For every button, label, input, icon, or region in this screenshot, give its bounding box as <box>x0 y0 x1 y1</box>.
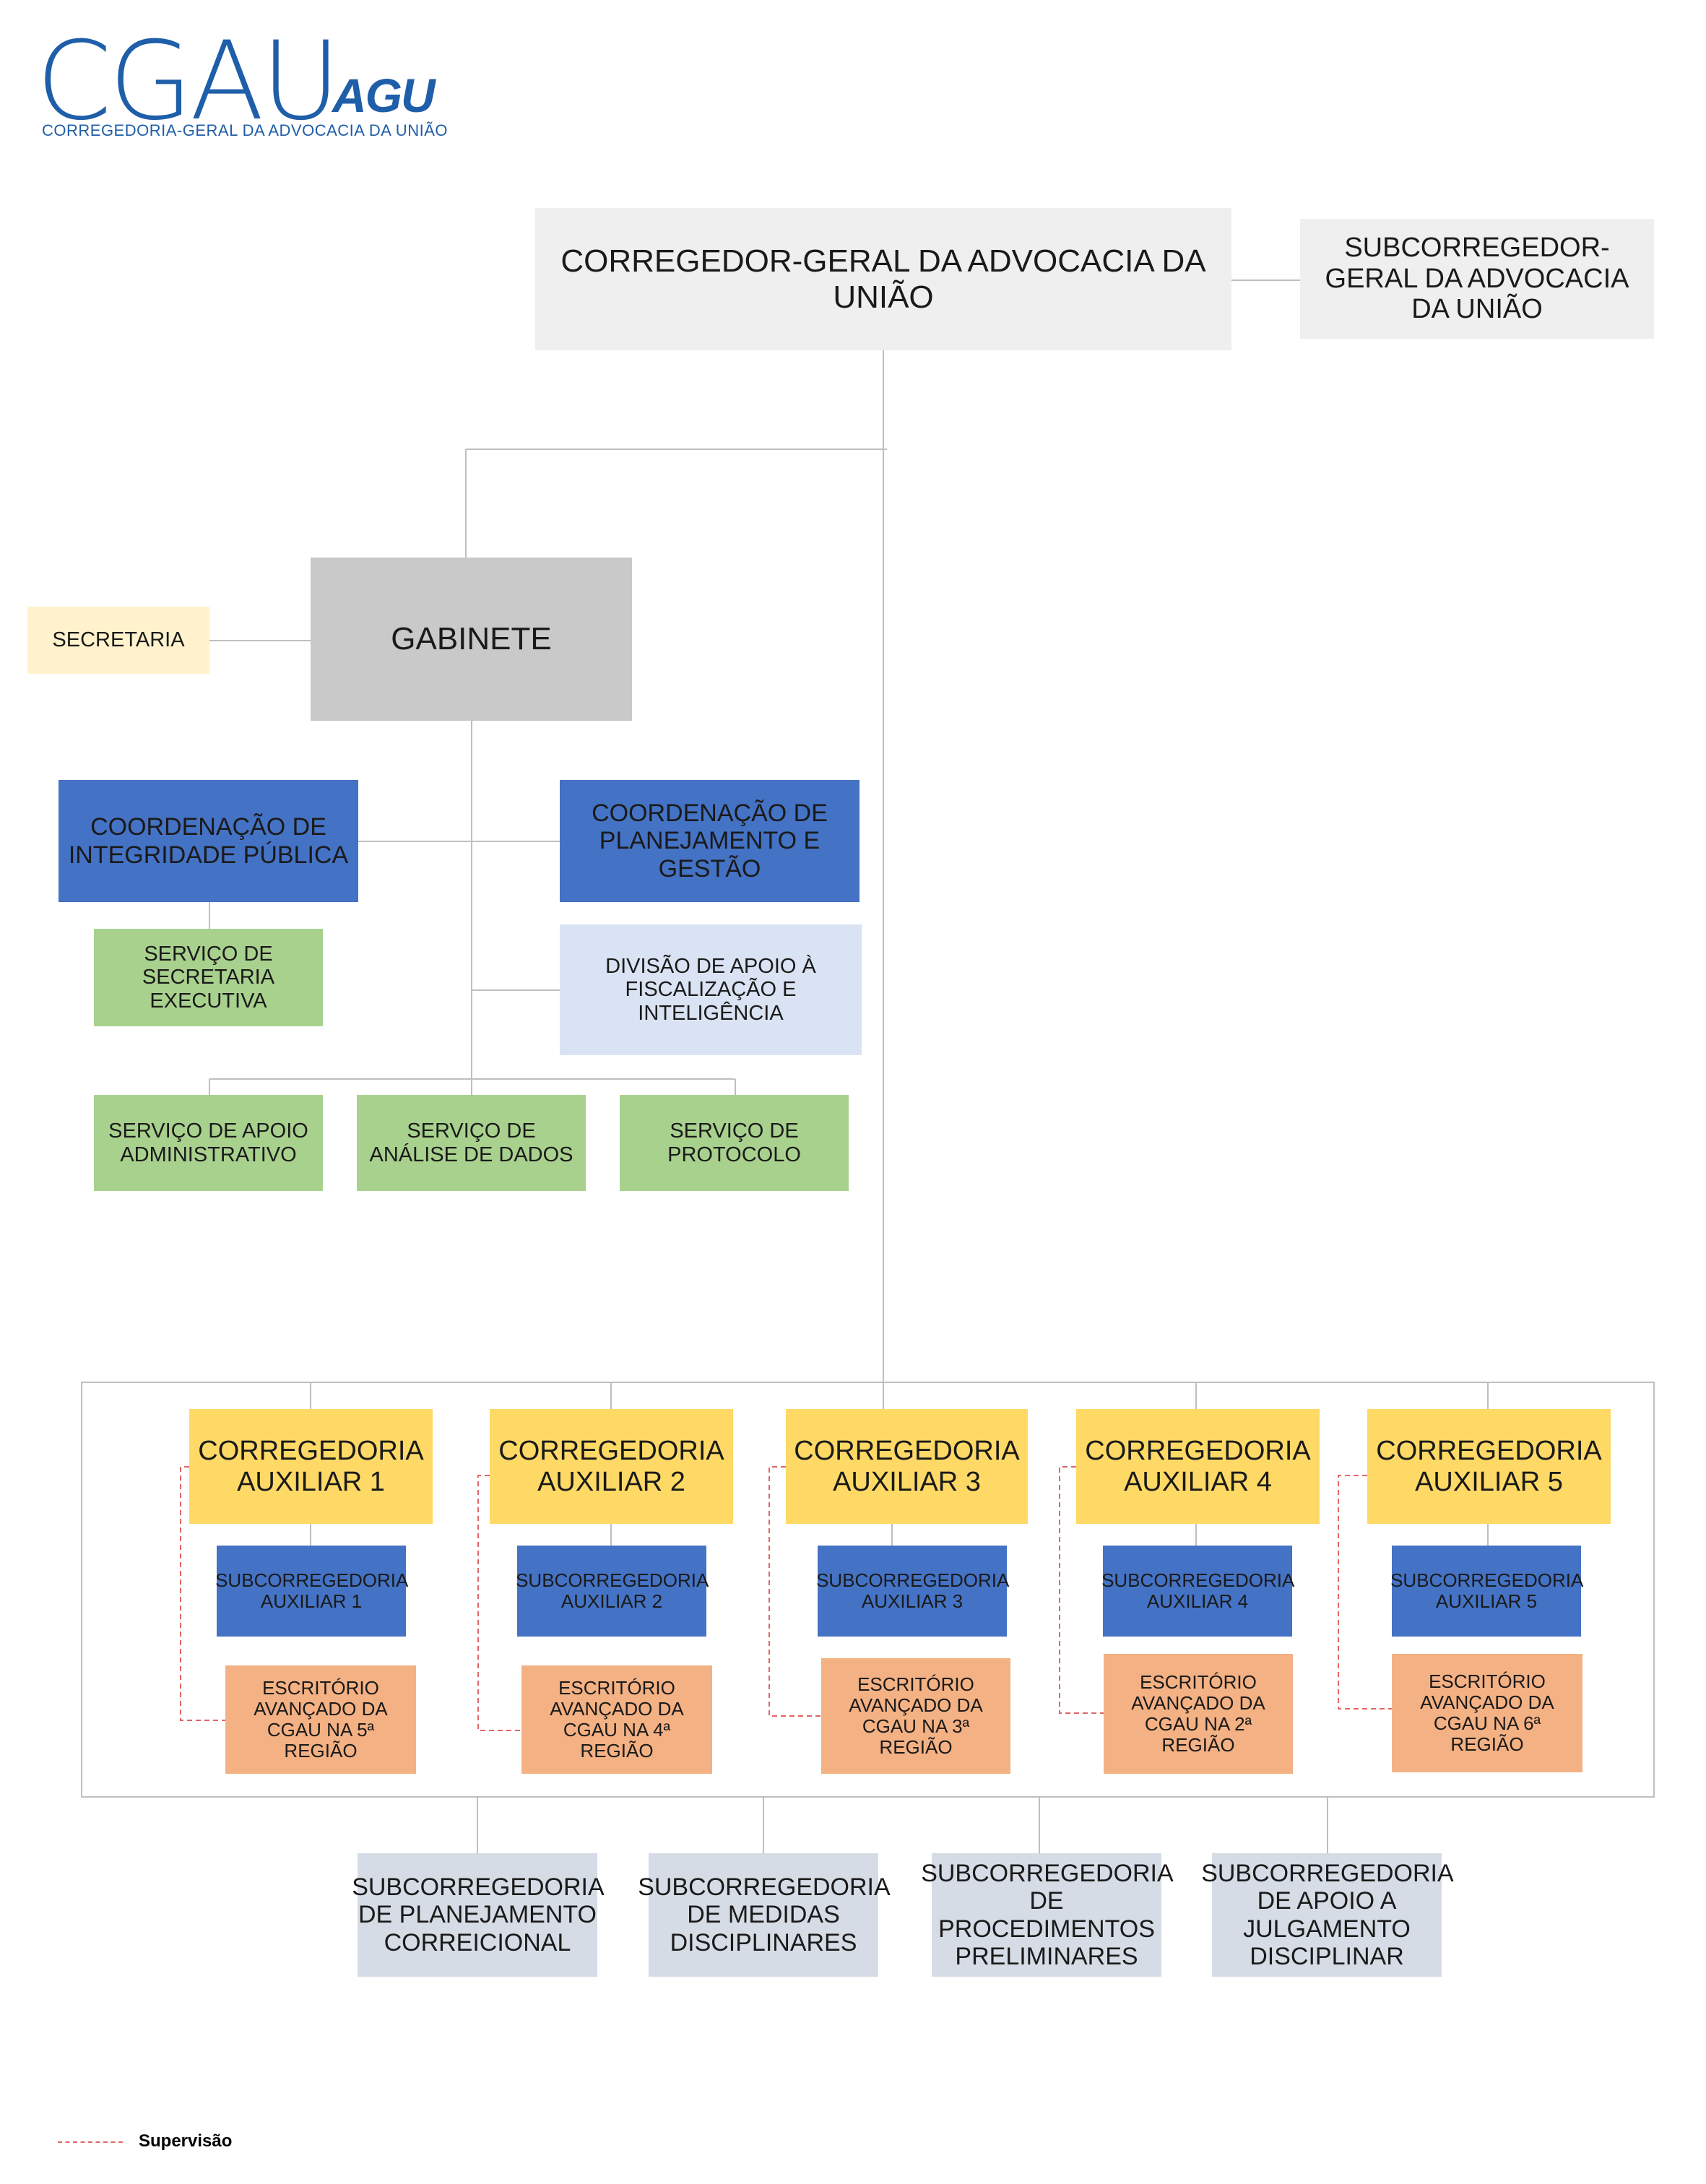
subcorregedoria-auxiliar-5-box: SUBCORREGEDORIA AUXILIAR 5 <box>1390 1546 1584 1637</box>
escritorio-avancado-2-regiao-box: ESCRITÓRIO AVANÇADO DA CGAU NA 2ª REGIÃO <box>1104 1654 1293 1774</box>
subcorregedoria-medidas-label: SUBCORREGEDORIA DE MEDIDAS DISCIPLINARES <box>638 1873 891 1956</box>
servico-protocolo-label: SERVIÇO DE PROTOCOLO <box>667 1119 801 1166</box>
subcorregedoria-auxiliar-3-box: SUBCORREGEDORIA AUXILIAR 3 <box>816 1546 1010 1637</box>
escritorio-avancado-4-regiao-box: ESCRITÓRIO AVANÇADO DA CGAU NA 4ª REGIÃO <box>521 1665 712 1774</box>
corregedoria-auxiliar-2-box: CORREGEDORIA AUXILIAR 2 <box>490 1409 733 1524</box>
servico-analise-label: SERVIÇO DE ANÁLISE DE DADOS <box>369 1119 573 1166</box>
secretaria-box: SECRETARIA <box>27 607 209 674</box>
coordenacao-integridade-label: COORDENAÇÃO DE INTEGRIDADE PÚBLICA <box>68 813 349 869</box>
escritorio-avancado-label: ESCRITÓRIO AVANÇADO DA CGAU NA 4ª REGIÃO <box>550 1676 684 1762</box>
subcorregedoria-auxiliar-1-box: SUBCORREGEDORIA AUXILIAR 1 <box>215 1546 409 1637</box>
corregedor-geral-label: CORREGEDOR-GERAL DA ADVOCACIA DA UNIÃO <box>560 243 1206 315</box>
coordenacao-planejamento-box: COORDENAÇÃO DE PLANEJAMENTO E GESTÃO <box>560 780 860 902</box>
divisao-apoio-label: DIVISÃO DE APOIO À FISCALIZAÇÃO E INTELI… <box>605 954 816 1025</box>
logo-subtitle: CORREGEDORIA-GERAL DA ADVOCACIA DA UNIÃO <box>42 121 448 139</box>
escritorio-avancado-6-regiao-box: ESCRITÓRIO AVANÇADO DA CGAU NA 6ª REGIÃO <box>1392 1654 1582 1772</box>
servico-protocolo-box: SERVIÇO DE PROTOCOLO <box>620 1095 849 1191</box>
supervision-legend-line <box>58 2141 123 2143</box>
escritorio-avancado-5-regiao-box: ESCRITÓRIO AVANÇADO DA CGAU NA 5ª REGIÃO <box>225 1665 416 1774</box>
subcorregedor-geral-label: SUBCORREGEDOR-GERAL DA ADVOCACIA DA UNIÃ… <box>1325 233 1629 325</box>
corregedoria-auxiliar-label: CORREGEDORIA AUXILIAR 5 <box>1376 1435 1602 1497</box>
subcorregedoria-planejamento-label: SUBCORREGEDORIA DE PLANEJAMENTO CORREICI… <box>352 1873 605 1956</box>
corregedoria-auxiliar-label: CORREGEDORIA AUXILIAR 2 <box>498 1435 724 1497</box>
servico-secretaria-box: SERVIÇO DE SECRETARIA EXECUTIVA <box>94 929 323 1026</box>
subcorregedoria-planejamento-box: SUBCORREGEDORIA DE PLANEJAMENTO CORREICI… <box>352 1853 605 1977</box>
cgau-logo: CGAU AGU CORREGEDORIA-GERAL DA ADVOCACIA… <box>36 27 455 150</box>
logo-agu: AGU <box>332 69 436 122</box>
subcorregedoria-apoio-label: SUBCORREGEDORIA DE APOIO A JULGAMENTO DI… <box>1201 1860 1454 1970</box>
escritorio-avancado-label: ESCRITÓRIO AVANÇADO DA CGAU NA 3ª REGIÃO <box>849 1673 983 1759</box>
subcorregedoria-procedimentos-box: SUBCORREGEDORIA DE PROCEDIMENTOS PRELIMI… <box>921 1853 1174 1977</box>
corregedoria-auxiliar-4-box: CORREGEDORIA AUXILIAR 4 <box>1076 1409 1320 1524</box>
subcorregedoria-apoio-box: SUBCORREGEDORIA DE APOIO A JULGAMENTO DI… <box>1201 1853 1454 1977</box>
subcorregedoria-auxiliar-label: SUBCORREGEDORIA AUXILIAR 4 <box>1101 1569 1295 1612</box>
logo-text: CGAU <box>36 19 340 144</box>
subcorregedoria-auxiliar-label: SUBCORREGEDORIA AUXILIAR 1 <box>215 1569 409 1612</box>
servico-apoio-adm-box: SERVIÇO DE APOIO ADMINISTRATIVO <box>94 1095 323 1191</box>
subcorregedor-geral-box: SUBCORREGEDOR-GERAL DA ADVOCACIA DA UNIÃ… <box>1300 219 1654 339</box>
escritorio-avancado-label: ESCRITÓRIO AVANÇADO DA CGAU NA 5ª REGIÃO <box>254 1676 388 1762</box>
corregedoria-auxiliar-1-box: CORREGEDORIA AUXILIAR 1 <box>189 1409 433 1524</box>
subcorregedoria-auxiliar-label: SUBCORREGEDORIA AUXILIAR 2 <box>516 1569 709 1612</box>
corregedoria-auxiliar-5-box: CORREGEDORIA AUXILIAR 5 <box>1367 1409 1611 1524</box>
subcorregedoria-auxiliar-label: SUBCORREGEDORIA AUXILIAR 3 <box>816 1569 1010 1612</box>
escritorio-avancado-3-regiao-box: ESCRITÓRIO AVANÇADO DA CGAU NA 3ª REGIÃO <box>821 1658 1010 1774</box>
corregedoria-auxiliar-3-box: CORREGEDORIA AUXILIAR 3 <box>786 1409 1028 1524</box>
subcorregedoria-auxiliar-label: SUBCORREGEDORIA AUXILIAR 5 <box>1390 1569 1584 1612</box>
corregedor-geral-box: CORREGEDOR-GERAL DA ADVOCACIA DA UNIÃO <box>535 208 1231 350</box>
divisao-apoio-box: DIVISÃO DE APOIO À FISCALIZAÇÃO E INTELI… <box>560 924 862 1055</box>
supervision-legend-label: Supervisão <box>139 2131 233 2151</box>
subcorregedoria-medidas-box: SUBCORREGEDORIA DE MEDIDAS DISCIPLINARES <box>638 1853 891 1977</box>
subcorregedoria-auxiliar-4-box: SUBCORREGEDORIA AUXILIAR 4 <box>1101 1546 1295 1637</box>
subcorregedoria-procedimentos-label: SUBCORREGEDORIA DE PROCEDIMENTOS PRELIMI… <box>921 1860 1174 1970</box>
subcorregedoria-auxiliar-2-box: SUBCORREGEDORIA AUXILIAR 2 <box>516 1546 709 1637</box>
servico-analise-box: SERVIÇO DE ANÁLISE DE DADOS <box>357 1095 586 1191</box>
gabinete-box: GABINETE <box>311 558 632 721</box>
corregedoria-auxiliar-label: CORREGEDORIA AUXILIAR 1 <box>198 1435 424 1497</box>
escritorio-avancado-label: ESCRITÓRIO AVANÇADO DA CGAU NA 6ª REGIÃO <box>1420 1670 1554 1756</box>
corregedoria-auxiliar-label: CORREGEDORIA AUXILIAR 4 <box>1085 1435 1311 1497</box>
gabinete-label: GABINETE <box>391 621 552 657</box>
corregedoria-auxiliar-label: CORREGEDORIA AUXILIAR 3 <box>794 1435 1020 1497</box>
coordenacao-integridade-box: COORDENAÇÃO DE INTEGRIDADE PÚBLICA <box>59 780 358 902</box>
secretaria-label: SECRETARIA <box>52 628 185 652</box>
servico-secretaria-label: SERVIÇO DE SECRETARIA EXECUTIVA <box>142 942 275 1013</box>
escritorio-avancado-label: ESCRITÓRIO AVANÇADO DA CGAU NA 2ª REGIÃO <box>1131 1670 1265 1756</box>
coordenacao-planejamento-label: COORDENAÇÃO DE PLANEJAMENTO E GESTÃO <box>592 800 828 883</box>
servico-apoio-adm-label: SERVIÇO DE APOIO ADMINISTRATIVO <box>108 1119 308 1166</box>
